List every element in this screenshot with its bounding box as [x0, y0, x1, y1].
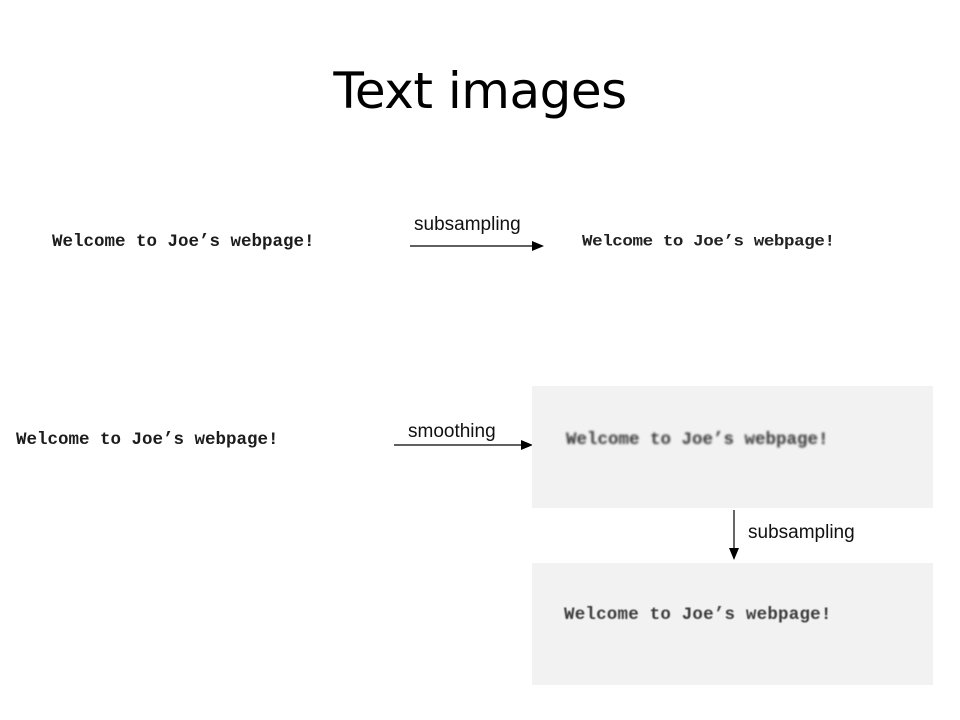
- down-arrow: [729, 510, 739, 560]
- smoothed-image-panel: Welcome to Joe’s webpage!: [532, 386, 933, 508]
- smoothed-text: Welcome to Joe’s webpage!: [566, 430, 829, 450]
- subsampling-label-row1: subsampling: [414, 214, 521, 235]
- slide-title: Text images: [333, 62, 627, 120]
- right-arrow-row2: [394, 440, 533, 450]
- smoothing-label: smoothing: [408, 421, 496, 442]
- subsampled-image-panel: Welcome to Joe’s webpage!: [532, 563, 933, 685]
- subsampling-label-row2: subsampling: [748, 522, 855, 543]
- subsampled-text-row1: Welcome to Joe’s webpage!: [582, 232, 835, 252]
- original-text-row1: Welcome to Joe’s webpage!: [52, 232, 315, 252]
- original-text-row2: Welcome to Joe’s webpage!: [16, 430, 279, 450]
- right-arrow-row1: [410, 241, 544, 251]
- final-subsampled-text: Welcome to Joe’s webpage!: [564, 605, 832, 625]
